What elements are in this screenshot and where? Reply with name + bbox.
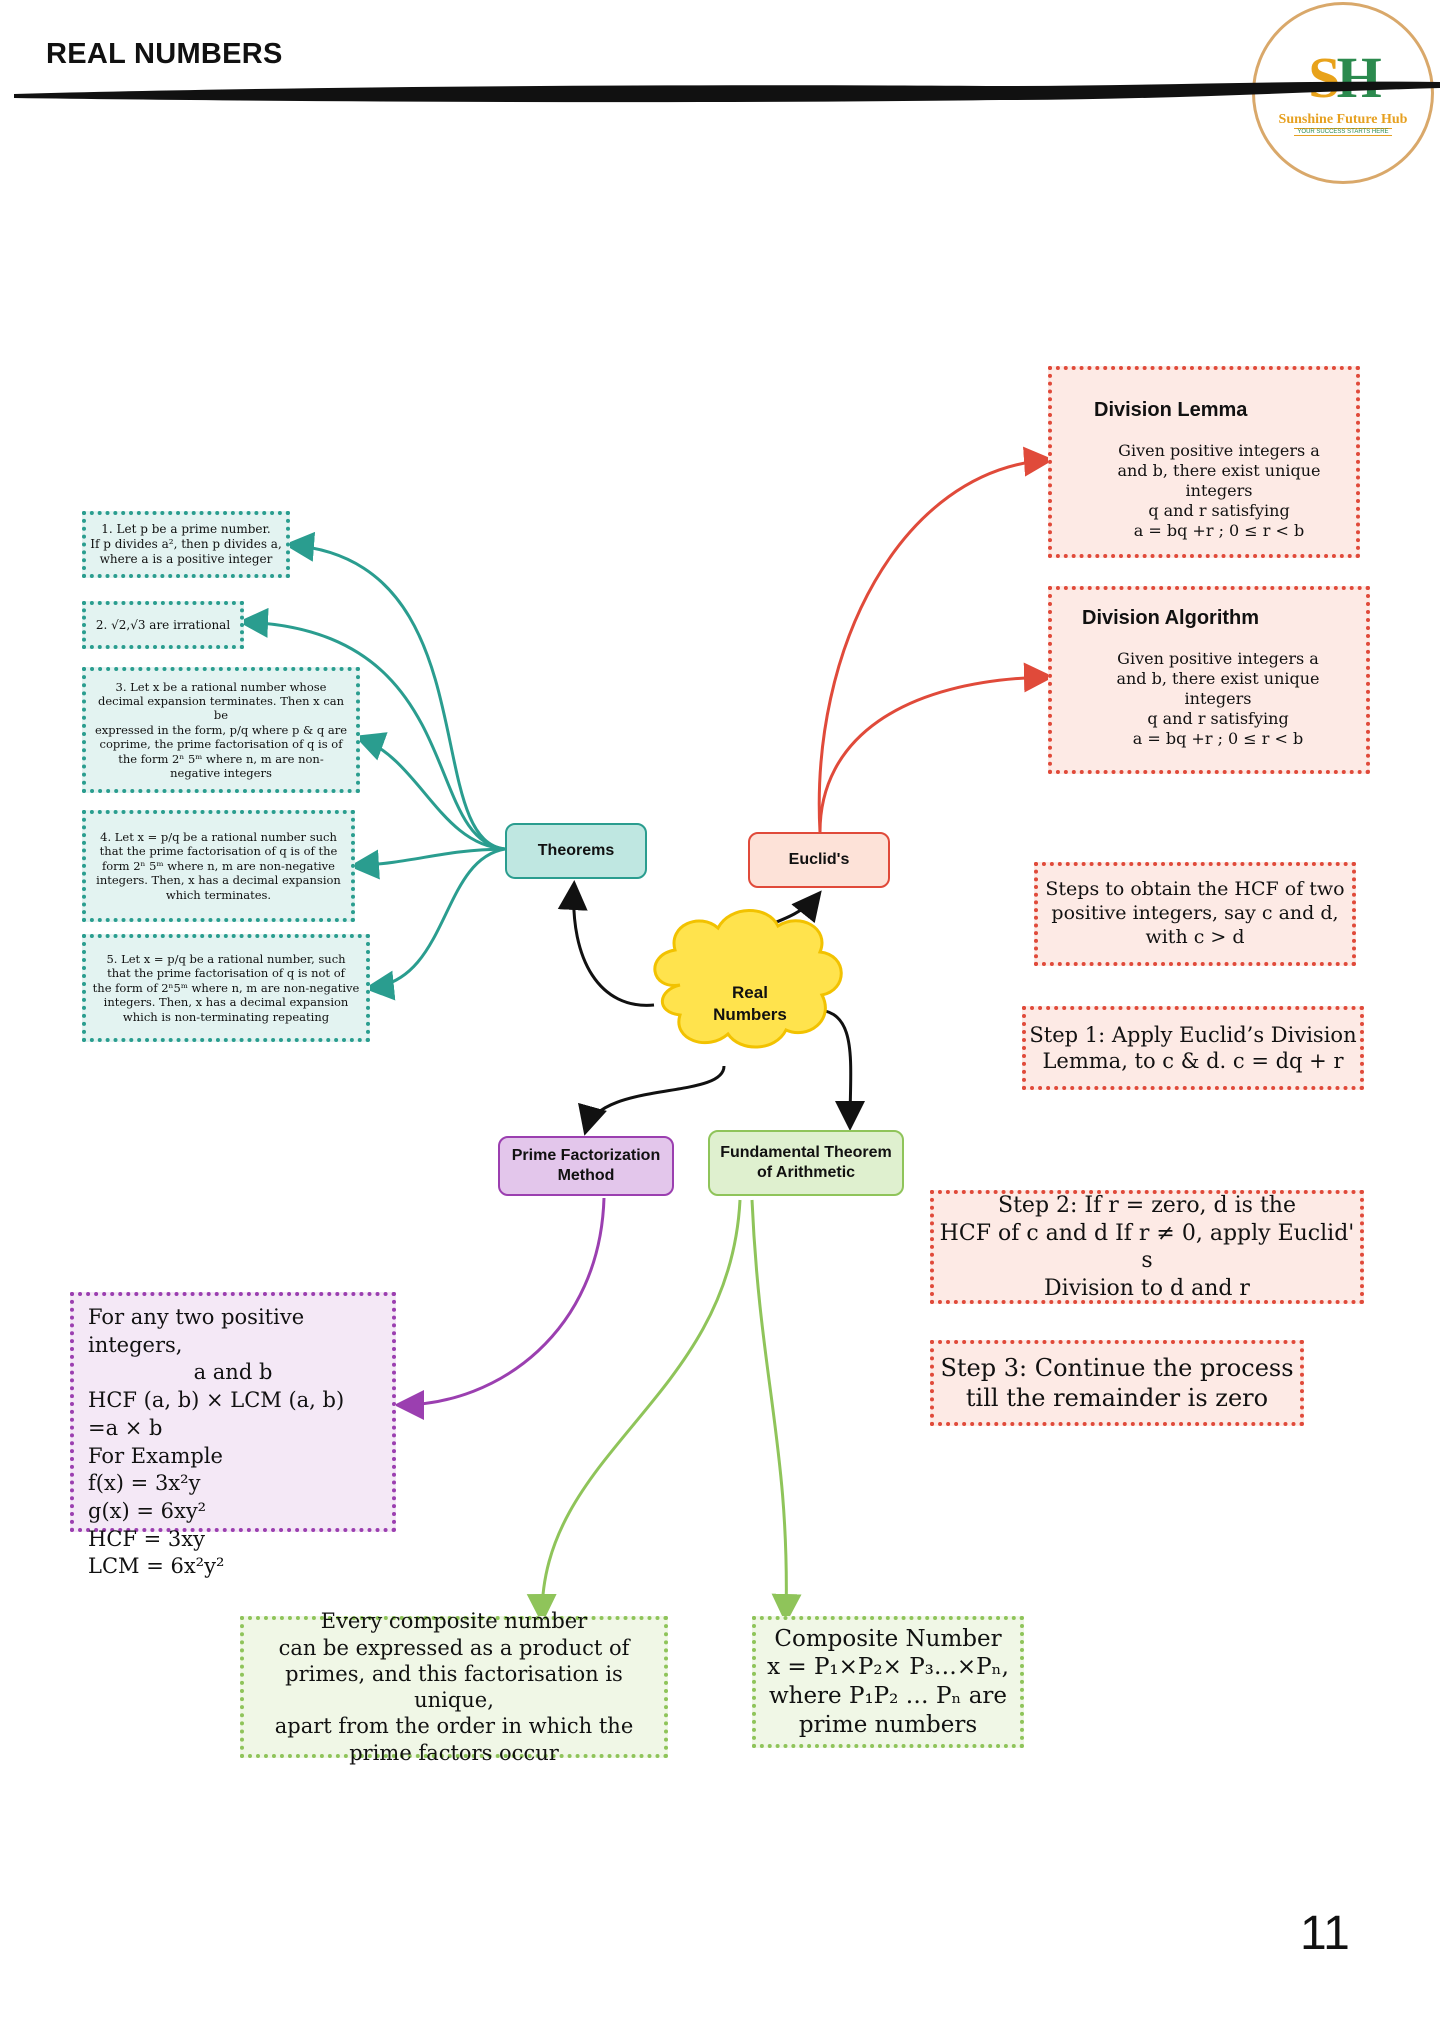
- composite-number-box: Composite Number x = P₁×P₂× P₃…×Pₙ, wher…: [752, 1616, 1024, 1748]
- center-node-label: Real Numbers: [713, 983, 787, 1025]
- division-algorithm-title: Division Algorithm: [1082, 607, 1260, 629]
- theorem-box-1: 1. Let p be a prime number. If p divides…: [82, 511, 290, 578]
- hcf-step-3-box: Step 3: Continue the process till the re…: [930, 1340, 1304, 1426]
- hcf-lcm-box: For any two positive integers, a and b H…: [70, 1292, 396, 1578]
- composite-statement-box: Every composite number can be expressed …: [240, 1609, 668, 1765]
- theorem-box-3: 3. Let x be a rational number whose deci…: [82, 667, 360, 793]
- theorem-box-4: 4. Let x = p/q be a rational number such…: [82, 810, 355, 922]
- logo-mark: SH: [1308, 45, 1381, 110]
- logo-name: Sunshine Future Hub: [1278, 112, 1408, 127]
- header-underline: [14, 81, 1440, 103]
- euclids-node: Euclid's: [748, 832, 890, 888]
- division-lemma-box: Division Lemma Given positive integers a…: [1048, 366, 1360, 558]
- center-cloud-shape: [653, 909, 843, 1049]
- logo: SH Sunshine Future Hub YOUR SUCCESS STAR…: [1252, 2, 1434, 184]
- hcf-step-1-box: Step 1: Apply Euclid’s Division Lemma, t…: [1022, 1006, 1364, 1090]
- hcf-step-2-box: Step 2: If r = zero, d is the HCF of c a…: [930, 1190, 1364, 1304]
- logo-tagline: YOUR SUCCESS STARTS HERE: [1294, 128, 1392, 136]
- division-algorithm-box: Division Algorithm Given positive intege…: [1048, 586, 1370, 774]
- page-number: 11: [1300, 1907, 1350, 1960]
- division-algorithm-text: Given positive integers a and b, there e…: [1116, 649, 1320, 748]
- fundamental-theorem-node: Fundamental Theorem of Arithmetic: [708, 1130, 904, 1196]
- theorem-box-2: 2. √2,√3 are irrational: [82, 601, 244, 649]
- hcf-steps-intro-box: Steps to obtain the HCF of two positive …: [1034, 862, 1356, 966]
- theorem-box-5: 5. Let x = p/q be a rational number, suc…: [82, 934, 370, 1042]
- theorems-node: Theorems: [505, 823, 647, 879]
- prime-factorization-node: Prime Factorization Method: [498, 1136, 674, 1196]
- division-lemma-text: Given positive integers a and b, there e…: [1117, 441, 1321, 540]
- page-title: REAL NUMBERS: [46, 38, 283, 70]
- division-lemma-title: Division Lemma: [1094, 399, 1248, 421]
